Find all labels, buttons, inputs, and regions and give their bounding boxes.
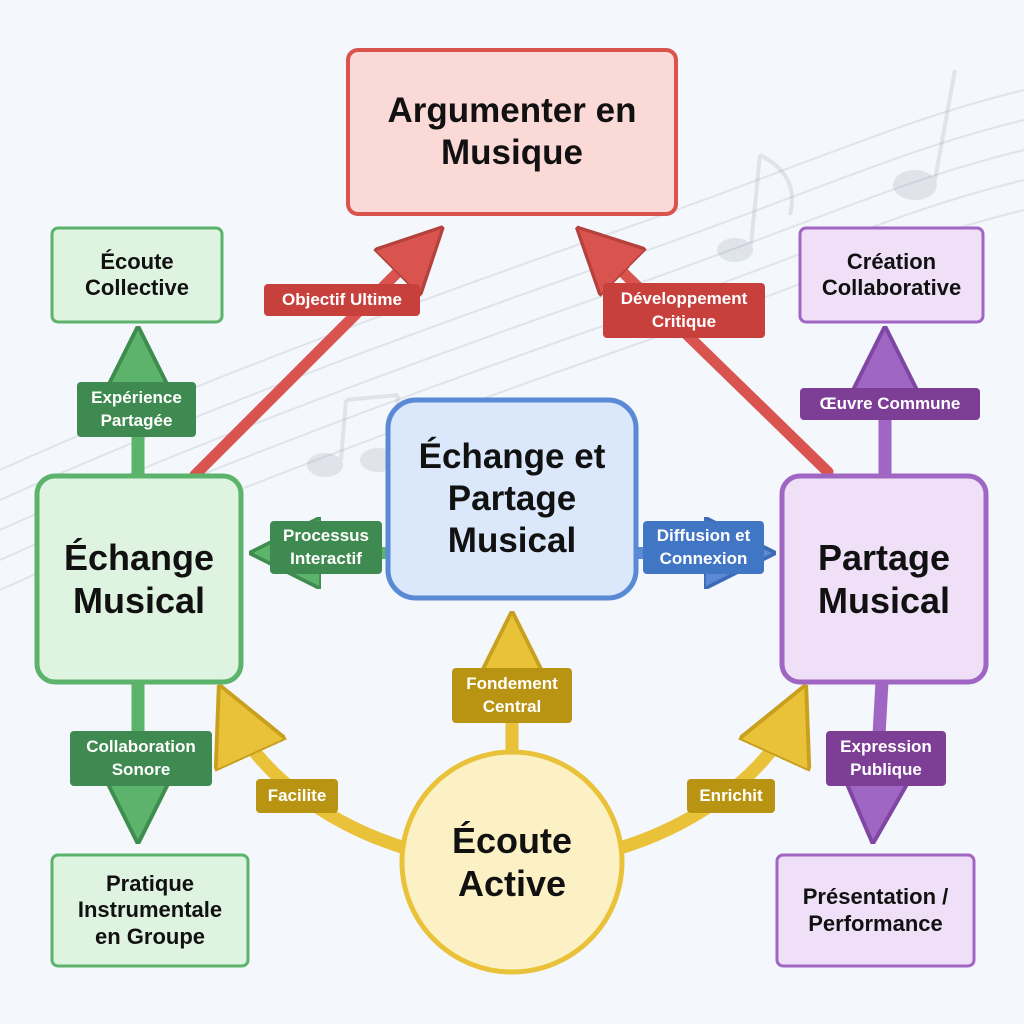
node-bottom-right-shape <box>775 853 976 968</box>
node-ecoute-active: Écoute Active <box>451 819 573 904</box>
label-facilite: Facilite <box>256 779 338 813</box>
label-fondement-central: Fondement Central <box>452 668 572 723</box>
node-creation-collaborative: Création Collaborative <box>821 248 962 300</box>
node-echange-et-partage-musical: Échange et Partage Musical <box>418 437 606 560</box>
label-developpement-critique: Développement Critique <box>603 283 765 338</box>
label-collaboration-sonore: Collaboration Sonore <box>70 731 212 786</box>
node-ecoute-collective: Écoute Collective <box>85 248 189 300</box>
node-center-shape <box>385 397 639 601</box>
label-oeuvre-commune: Œuvre Commune <box>800 388 980 420</box>
node-top-left-shape <box>50 226 224 324</box>
label-objectif-ultime: Objectif Ultime <box>264 284 420 316</box>
label-experience-partagee: Expérience Partagée <box>77 382 196 437</box>
node-top-shape <box>346 48 678 216</box>
node-argumenter-en-musique: Argumenter en Musique <box>387 91 637 172</box>
label-expression-publique: Expression Publique <box>826 731 946 786</box>
node-pratique-instrumentale: Pratique Instrumentale en Groupe <box>77 870 223 949</box>
node-bottom-shape <box>399 749 625 975</box>
node-top-right-shape <box>798 226 985 324</box>
node-bottom-left-shape <box>50 853 250 968</box>
node-echange-musical: Échange Musical <box>63 536 215 621</box>
node-partage-musical: Partage Musical <box>817 536 951 621</box>
label-diffusion-connexion: Diffusion et Connexion <box>643 521 764 574</box>
node-left-shape <box>34 473 244 685</box>
label-processus-interactif: Processus Interactif <box>270 521 382 574</box>
node-presentation-performance: Présentation / Performance <box>802 884 949 936</box>
label-enrichit: Enrichit <box>687 779 775 813</box>
node-right-shape <box>779 473 989 685</box>
